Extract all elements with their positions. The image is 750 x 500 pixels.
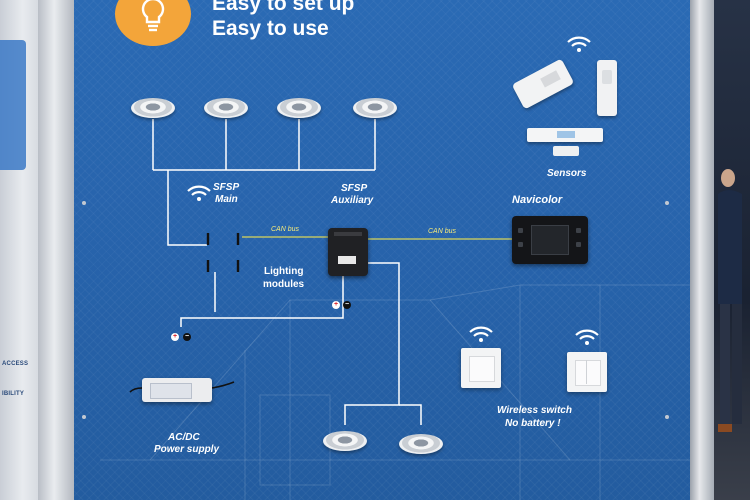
- wifi-icon: [469, 326, 493, 342]
- wireless-switch-double: [567, 352, 607, 392]
- sensor-pir: [597, 60, 617, 116]
- power-wires: [180, 262, 422, 425]
- can-bus-label: CAN bus: [428, 228, 457, 235]
- downlight: [277, 98, 321, 118]
- lightbulb-icon: [141, 0, 165, 32]
- frame-post-right: [690, 0, 714, 500]
- wifi-icon: [575, 329, 599, 345]
- side-banner-text: IBILITY: [2, 391, 25, 397]
- can-bus-label: CAN bus: [271, 226, 300, 233]
- power-supply-label-2: Power supply: [154, 444, 220, 455]
- sfsp-aux-label-1: SFSP: [341, 183, 368, 194]
- psu-cables: [129, 381, 235, 393]
- minus-icon: −: [343, 301, 351, 309]
- wireless-switch-label-2: No battery !: [505, 418, 561, 429]
- lighting-module: [328, 228, 368, 276]
- wifi-icon: [187, 185, 211, 201]
- sfsp-main-label-1: SFSP: [213, 182, 240, 193]
- sfsp-main-label-2: Main: [215, 194, 238, 205]
- sensor-small: [553, 146, 579, 156]
- headline-setup: Easy to set up: [212, 0, 355, 15]
- side-banner-strip: [0, 40, 26, 170]
- downlight: [353, 98, 397, 118]
- can-bus-lines: [242, 236, 512, 240]
- psu-label-sticker: [150, 383, 192, 399]
- person-silhouette: [718, 169, 742, 432]
- wifi-icon: [567, 36, 591, 52]
- downlight: [204, 98, 248, 118]
- navicolor-screen: [531, 225, 569, 255]
- power-supply-unit: [142, 378, 212, 402]
- minus-icon: −: [183, 333, 191, 341]
- wireless-switch-single: [461, 348, 501, 388]
- plus-icon: +: [332, 301, 340, 309]
- downlight-wires: [152, 119, 376, 246]
- module-sticker: [338, 256, 356, 264]
- sfsp-aux-label-2: Auxiliary: [331, 195, 374, 206]
- sensors-label: Sensors: [547, 168, 587, 179]
- lighting-modules-label-1: Lighting: [264, 266, 304, 277]
- downlight: [131, 98, 175, 118]
- frame-post-left: [38, 0, 74, 500]
- navicolor-touchscreen: [512, 216, 588, 264]
- sensor-bar: [527, 128, 603, 142]
- plus-icon: +: [171, 333, 179, 341]
- navicolor-label: Navicolor: [512, 194, 563, 206]
- power-supply-label-1: AC/DC: [168, 432, 200, 443]
- downlight: [323, 431, 367, 451]
- lighting-modules-label-2: modules: [263, 279, 305, 290]
- downlight: [399, 434, 443, 454]
- side-banner-text: ACCESS: [2, 361, 29, 367]
- headline-use: Easy to use: [212, 17, 329, 40]
- sfsp-main-connector: [206, 233, 240, 272]
- wireless-switch-label-1: Wireless switch: [497, 405, 572, 416]
